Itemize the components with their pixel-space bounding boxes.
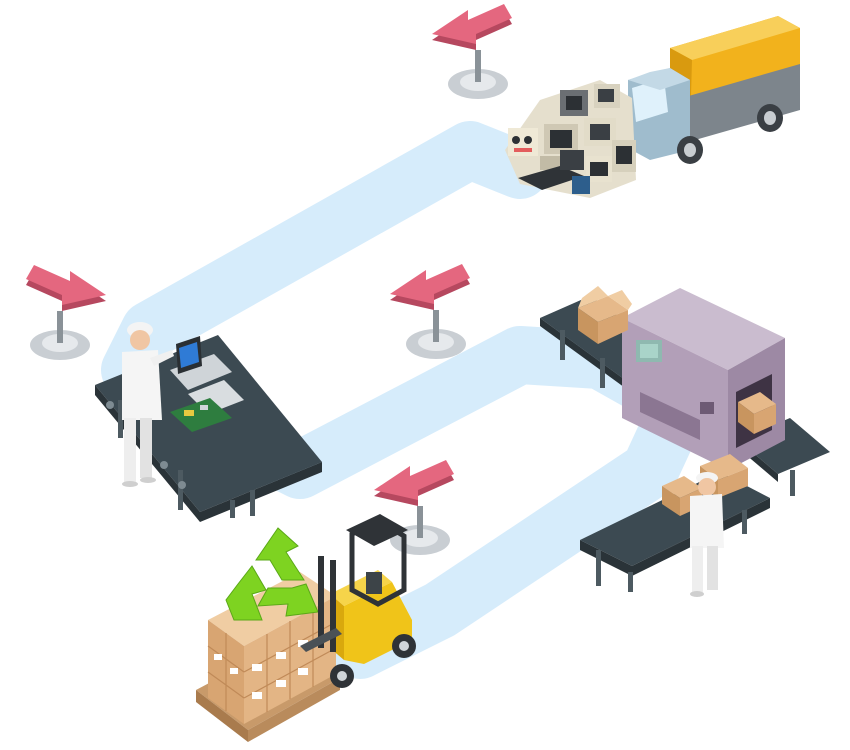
direction-arrow-icon <box>390 264 470 359</box>
cardboard-boxes-icon <box>578 286 776 434</box>
electronic-waste-truck-icon <box>628 16 800 164</box>
direction-arrow-icon <box>432 4 512 99</box>
worker-left-icon <box>122 322 174 487</box>
direction-arrows <box>26 4 512 555</box>
recycle-symbol-icon <box>225 527 319 621</box>
electronic-waste-pile-icon <box>505 80 636 198</box>
direction-arrow-icon <box>374 460 454 555</box>
worker-packing-icon <box>662 454 748 597</box>
direction-arrow-icon <box>26 265 106 360</box>
forklift-icon <box>300 514 416 688</box>
